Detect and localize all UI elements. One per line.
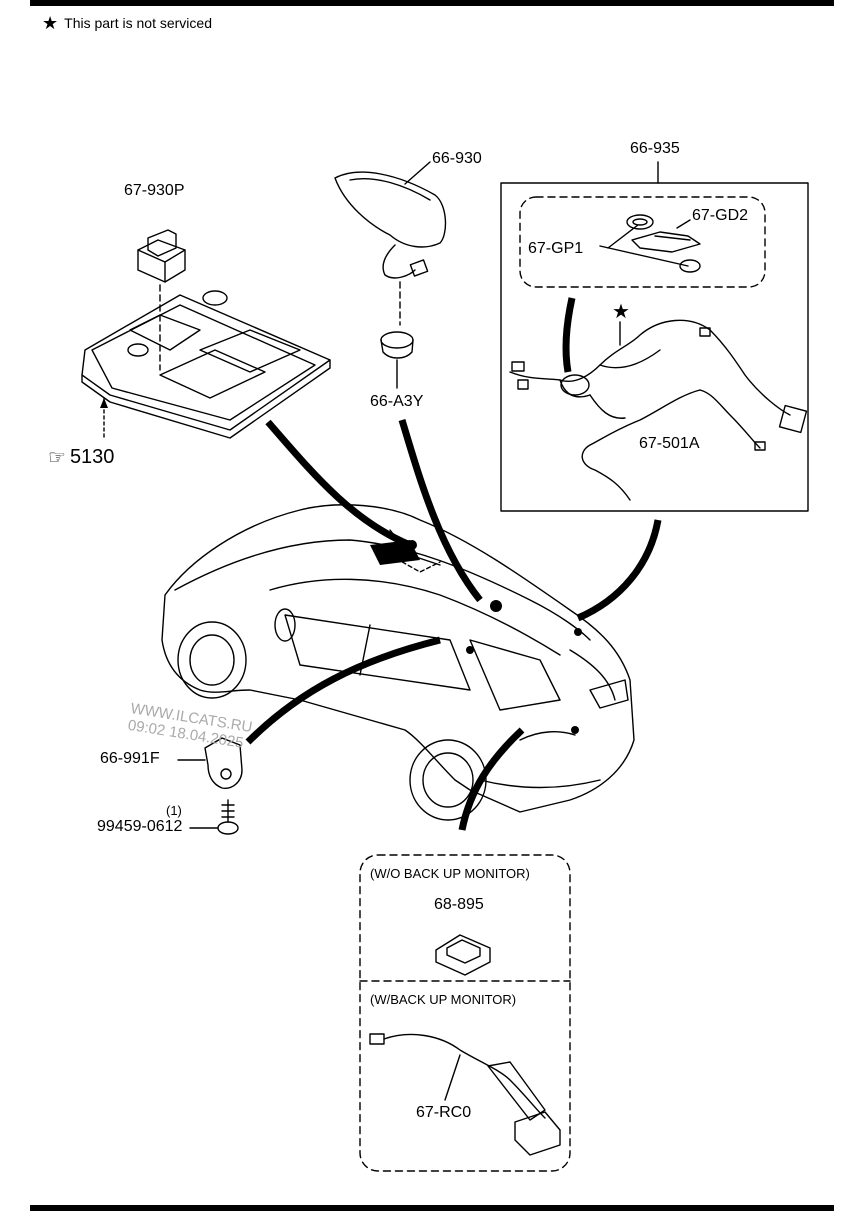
label-67-GD2: 67-GD2 bbox=[692, 207, 749, 224]
bolt-drawing bbox=[189, 799, 239, 835]
label-99459-0612: 99459-0612 bbox=[97, 818, 183, 835]
hand-pointer-icon: ☞ bbox=[48, 447, 66, 469]
gasket-parts-drawing bbox=[599, 214, 701, 273]
antenna-harness-drawing bbox=[509, 319, 808, 501]
camera-location-dot bbox=[571, 726, 579, 734]
harness-location-dot bbox=[574, 628, 582, 636]
label-67-RC0: 67-RC0 bbox=[416, 1104, 472, 1121]
label-67-501A: 67-501A bbox=[639, 435, 700, 452]
top-border bbox=[30, 0, 834, 6]
label-66-991F: 66-991F bbox=[100, 750, 160, 767]
star-marker-icon: ★ bbox=[612, 299, 630, 323]
leader-lines bbox=[245, 297, 662, 831]
label-66-A3Y: 66-A3Y bbox=[370, 393, 424, 410]
label-66-930: 66-930 bbox=[432, 150, 482, 167]
antenna-location-dot bbox=[490, 600, 502, 612]
map-lamp-drawing bbox=[137, 229, 186, 371]
label-quantity: (1) bbox=[166, 803, 182, 818]
shark-fin-antenna-drawing bbox=[334, 161, 447, 326]
star-icon: ★ bbox=[42, 13, 59, 33]
harness-kit-box bbox=[500, 182, 809, 512]
label-68-895: 68-895 bbox=[434, 896, 484, 913]
camera-drawing bbox=[369, 1033, 561, 1156]
label-5130: 5130 bbox=[69, 446, 115, 468]
box-title-with-backup: (W/BACK UP MONITOR) bbox=[370, 992, 517, 1007]
service-note-text: This part is not serviced bbox=[64, 15, 212, 31]
grommet-drawing bbox=[380, 331, 414, 389]
box-title-without-backup: (W/O BACK UP MONITOR) bbox=[370, 866, 530, 881]
bracket-location-dot bbox=[466, 646, 474, 654]
overhead-console-drawing bbox=[81, 290, 331, 441]
camera-option-box bbox=[359, 854, 571, 1172]
gasket-dashed-box bbox=[519, 196, 766, 288]
bottom-border bbox=[30, 1205, 834, 1211]
arrow-head bbox=[100, 398, 108, 408]
service-note: ★ This part is not serviced bbox=[42, 14, 212, 32]
bracket-drawing bbox=[177, 737, 243, 789]
console-location-dot bbox=[407, 540, 417, 550]
label-67-GP1: 67-GP1 bbox=[528, 240, 584, 257]
label-66-935: 66-935 bbox=[630, 140, 680, 157]
cover-drawing bbox=[435, 934, 491, 976]
label-67-930P: 67-930P bbox=[124, 182, 185, 199]
reference-5130[interactable]: ☞ 5130 bbox=[48, 445, 114, 470]
